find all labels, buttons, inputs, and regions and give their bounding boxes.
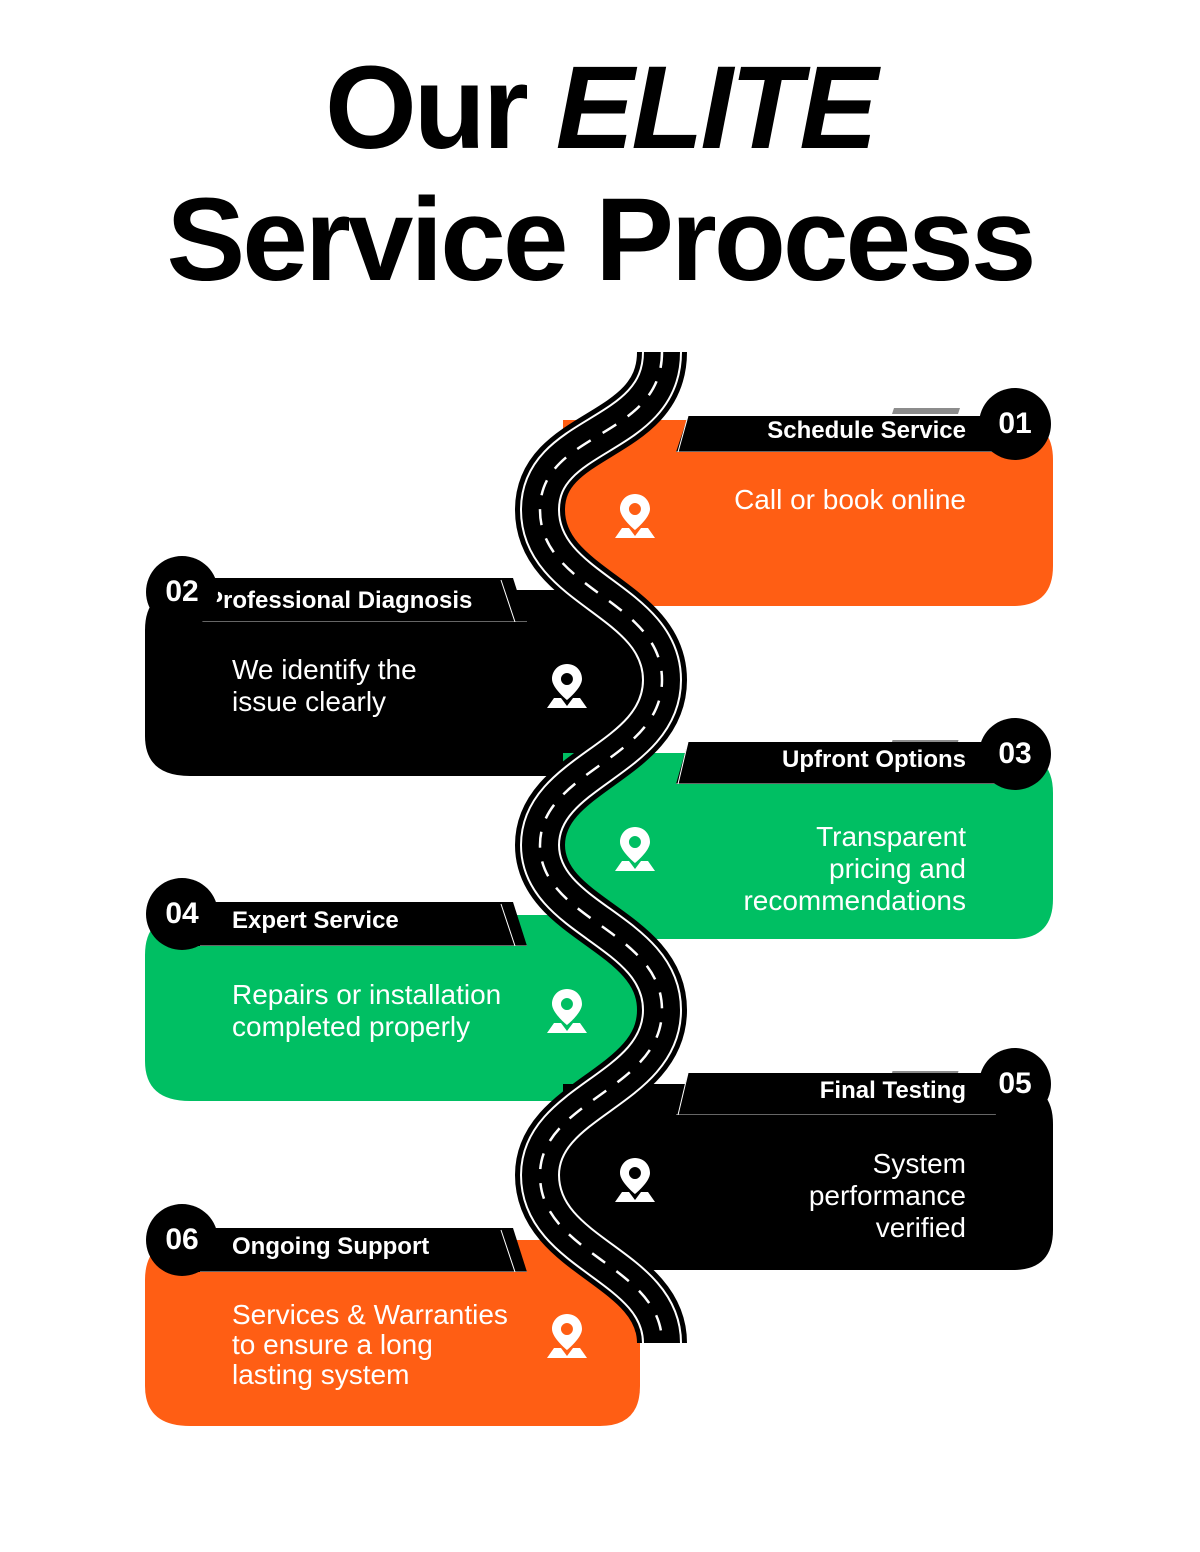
title-plain: Our — [325, 42, 529, 174]
map-pin-icon — [615, 827, 655, 871]
step-number-06: 06 — [146, 1204, 218, 1276]
step-card-03: Transparent pricing and recommendations — [563, 753, 1053, 939]
step-header-04: Expert Service — [195, 902, 527, 946]
step-title: Upfront Options — [782, 746, 966, 773]
step-title: Professional Diagnosis — [207, 587, 473, 614]
card-background — [145, 915, 640, 1101]
header-banner — [676, 408, 1006, 452]
step-card-05: System performance verified — [563, 1084, 1053, 1270]
header-banner — [195, 1228, 527, 1272]
step-description: Transparent pricing and recommendations — [743, 821, 966, 916]
header-banner — [195, 578, 527, 622]
header-banner — [676, 740, 1006, 784]
step-header-05: Final Testing — [676, 1071, 1006, 1115]
header-banner — [676, 1071, 1006, 1115]
map-pin-icon — [547, 664, 587, 708]
step-number-03: 03 — [979, 718, 1051, 790]
step-number-02: 02 — [146, 556, 218, 628]
card-background — [145, 590, 640, 776]
title-line-2: Service Process — [166, 174, 1037, 306]
step-card-02: We identify the issue clearly — [145, 590, 640, 776]
card-background — [563, 753, 1053, 939]
step-number-01: 01 — [979, 388, 1051, 460]
step-title: Ongoing Support — [232, 1233, 430, 1260]
step-title: Schedule Service — [767, 417, 966, 444]
step-card-06: Services & Warranties to ensure a long l… — [145, 1240, 640, 1426]
header-banner — [195, 902, 527, 946]
title-emphasis: ELITE — [555, 42, 878, 174]
step-header-06: Ongoing Support — [195, 1228, 527, 1272]
step-card-01: Call or book online — [563, 420, 1053, 606]
step-card-04: Repairs or installation completed proper… — [145, 915, 640, 1101]
step-description: Repairs or installation completed proper… — [232, 979, 502, 1042]
step-number-04: 04 — [146, 878, 218, 950]
step-number-05: 05 — [979, 1048, 1051, 1120]
road-center-dashes — [538, 351, 664, 1344]
step-description: Call or book online — [734, 484, 966, 515]
step-header-02: Professional Diagnosis — [195, 578, 527, 622]
step-description: System performance verified — [808, 1148, 966, 1243]
step-title: Final Testing — [819, 1077, 966, 1104]
map-pin-icon — [615, 1158, 655, 1202]
step-header-01: Schedule Service — [676, 408, 1006, 452]
step-description: We identify the issue clearly — [232, 654, 417, 717]
map-pin-icon — [615, 494, 655, 538]
step-header-03: Upfront Options — [676, 740, 1006, 784]
title-line-1: Our ELITE — [0, 48, 1200, 168]
card-background — [563, 1084, 1053, 1270]
map-pin-icon — [547, 1314, 587, 1358]
step-title: Expert Service — [232, 907, 399, 934]
map-pin-icon — [547, 989, 587, 1033]
card-background — [145, 1240, 640, 1426]
step-description: Services & Warranties to ensure a long l… — [232, 1299, 508, 1390]
card-background — [563, 420, 1053, 606]
